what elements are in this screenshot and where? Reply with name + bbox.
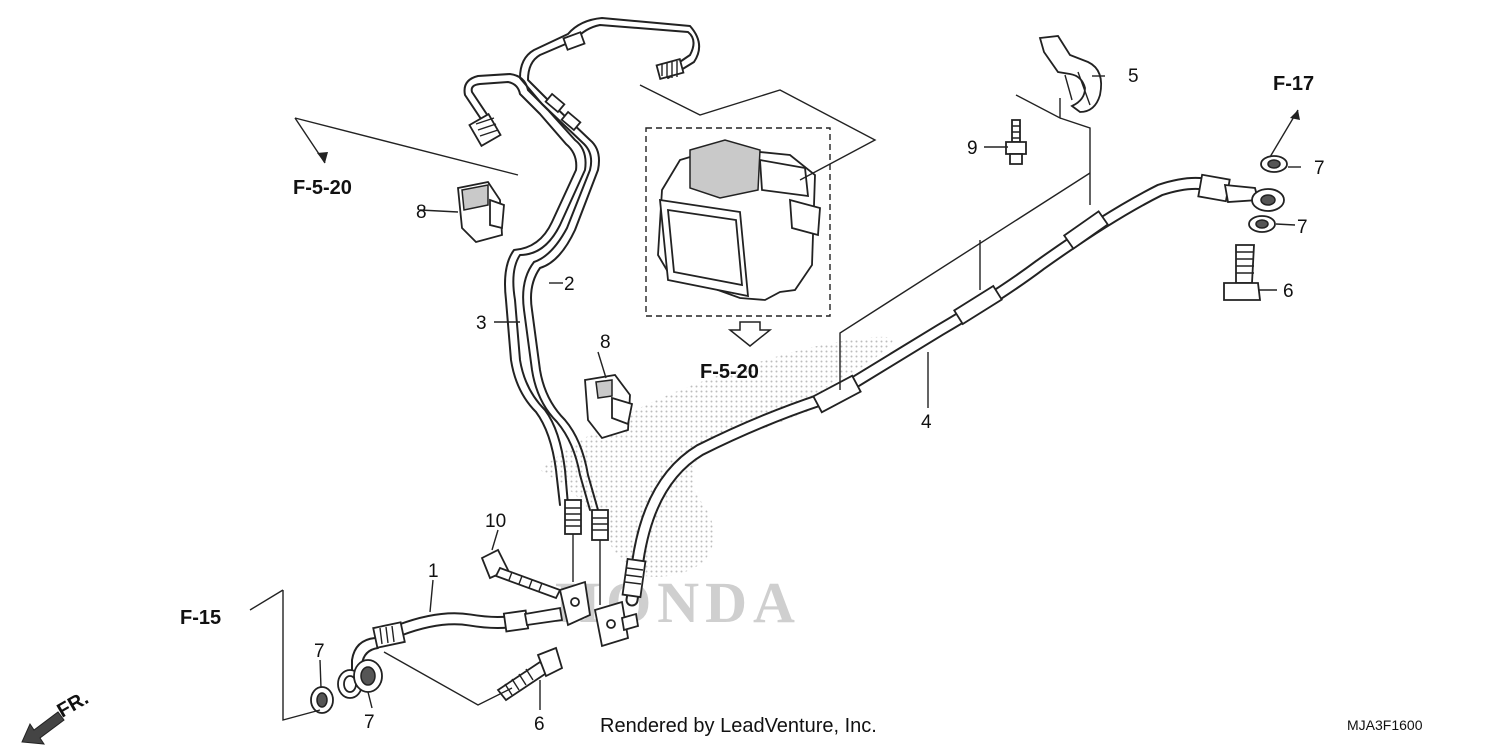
junction-block-left	[558, 580, 591, 627]
callout-8-upper[interactable]: 8	[416, 202, 427, 223]
pipe-fitting-top-right	[655, 58, 685, 80]
callout-7-top-right[interactable]: 7	[1314, 158, 1325, 179]
honda-wing-logo	[540, 336, 895, 577]
footer-credit: Rendered by LeadVenture, Inc.	[600, 715, 877, 737]
banjo-bolt-6-left[interactable]	[496, 646, 564, 702]
diagram-code: MJA3F1600	[1347, 717, 1423, 733]
ref-f-5-20-left[interactable]: F-5-20	[293, 177, 352, 199]
callout-1[interactable]: 1	[428, 561, 439, 582]
callout-5[interactable]: 5	[1128, 66, 1139, 87]
washer-7-right-b[interactable]	[1248, 215, 1276, 233]
arrow-head-f520-left	[317, 152, 328, 163]
callout-numbers: 1 2 3 4 5 6 6 7 7 7 7 8 8 9 10	[314, 66, 1325, 735]
callout-6-right[interactable]: 6	[1283, 281, 1294, 302]
pipe-fitting-top-left	[468, 112, 502, 148]
ref-f-15[interactable]: F-15	[180, 607, 221, 629]
callout-7-left-bottom[interactable]: 7	[364, 712, 375, 733]
cross-references: F-5-20 F-5-20 F-17 F-15	[180, 73, 1314, 629]
callout-2[interactable]: 2	[564, 274, 575, 295]
banjo-bolt-6-right[interactable]	[1223, 244, 1262, 301]
banjo-right	[1251, 188, 1285, 212]
callout-9[interactable]: 9	[967, 138, 978, 159]
callout-7-mid-right[interactable]: 7	[1297, 217, 1308, 238]
brake-pipe-3[interactable]	[463, 73, 587, 506]
front-arrow-icon	[21, 711, 65, 745]
abs-modulator-reference	[645, 127, 831, 317]
callout-6-bottom[interactable]: 6	[534, 714, 545, 735]
leader-lines	[249, 75, 1301, 721]
washer-7-left-a[interactable]	[310, 686, 334, 714]
bolt-9[interactable]	[1005, 119, 1027, 165]
clamp-8-lower[interactable]	[584, 374, 634, 440]
ref-f-5-20-center[interactable]: F-5-20	[700, 361, 759, 383]
brake-hose-1[interactable]	[351, 606, 564, 673]
brake-hose-4[interactable]	[621, 173, 1260, 607]
arrow-head-f17	[1290, 110, 1300, 120]
callout-10[interactable]: 10	[485, 511, 506, 532]
ref-f-17[interactable]: F-17	[1273, 73, 1314, 95]
honda-watermark-text: HONDA	[555, 570, 801, 635]
clamp-8-upper[interactable]	[457, 180, 505, 244]
brake-pipe-2[interactable]	[519, 17, 701, 511]
callout-7-left-top[interactable]: 7	[314, 641, 325, 662]
arrow-down-icon	[727, 321, 773, 347]
clamp-5[interactable]	[1038, 35, 1103, 113]
washer-7-right-a[interactable]	[1260, 155, 1288, 173]
front-direction-indicator: FR.	[21, 687, 92, 745]
callout-8-lower[interactable]: 8	[600, 332, 611, 353]
callout-4[interactable]: 4	[921, 412, 932, 433]
banjo-left	[353, 659, 383, 693]
junction-block-right	[593, 600, 640, 648]
bolt-10[interactable]	[480, 548, 562, 600]
callout-3[interactable]: 3	[476, 313, 487, 334]
